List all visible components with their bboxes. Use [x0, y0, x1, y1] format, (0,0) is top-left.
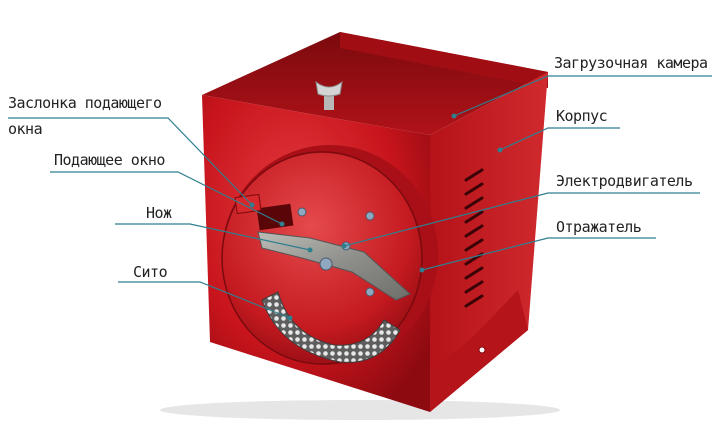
leader-podayuschee-okno	[50, 171, 283, 225]
label-korpus: Корпус	[556, 107, 608, 125]
feed-shutter	[234, 193, 262, 215]
label-otrazhatel: Отражатель	[556, 218, 642, 236]
label-nozh: Нож	[146, 204, 172, 222]
leader-zaslonka	[8, 117, 253, 206]
floor-shadow	[160, 400, 560, 420]
label-zaslonka-line1: Заслонка подающего	[8, 94, 162, 112]
label-podayuschee-okno: Подающее окно	[54, 151, 165, 169]
bolts	[297, 207, 375, 297]
leader-zagruzochnaya	[453, 75, 712, 117]
vent-slots	[464, 168, 484, 308]
label-sito: Сито	[133, 263, 168, 281]
knife-blade	[257, 231, 411, 301]
leader-korpus	[499, 127, 620, 151]
hopper-back-wall	[340, 32, 548, 88]
sieve-mesh	[261, 291, 401, 363]
leader-otrazhatel	[421, 237, 656, 271]
leader-sito	[118, 281, 291, 319]
label-elektrodvigatel: Электродвигатель	[556, 172, 693, 190]
wing-nut	[315, 80, 343, 110]
leader-nozh	[115, 223, 311, 251]
label-zaslonka-line2: окна	[8, 120, 43, 138]
label-zagruzochnaya-kamera: Загрузочная камера	[554, 54, 708, 72]
leader-elektrodvigatel	[343, 192, 700, 247]
